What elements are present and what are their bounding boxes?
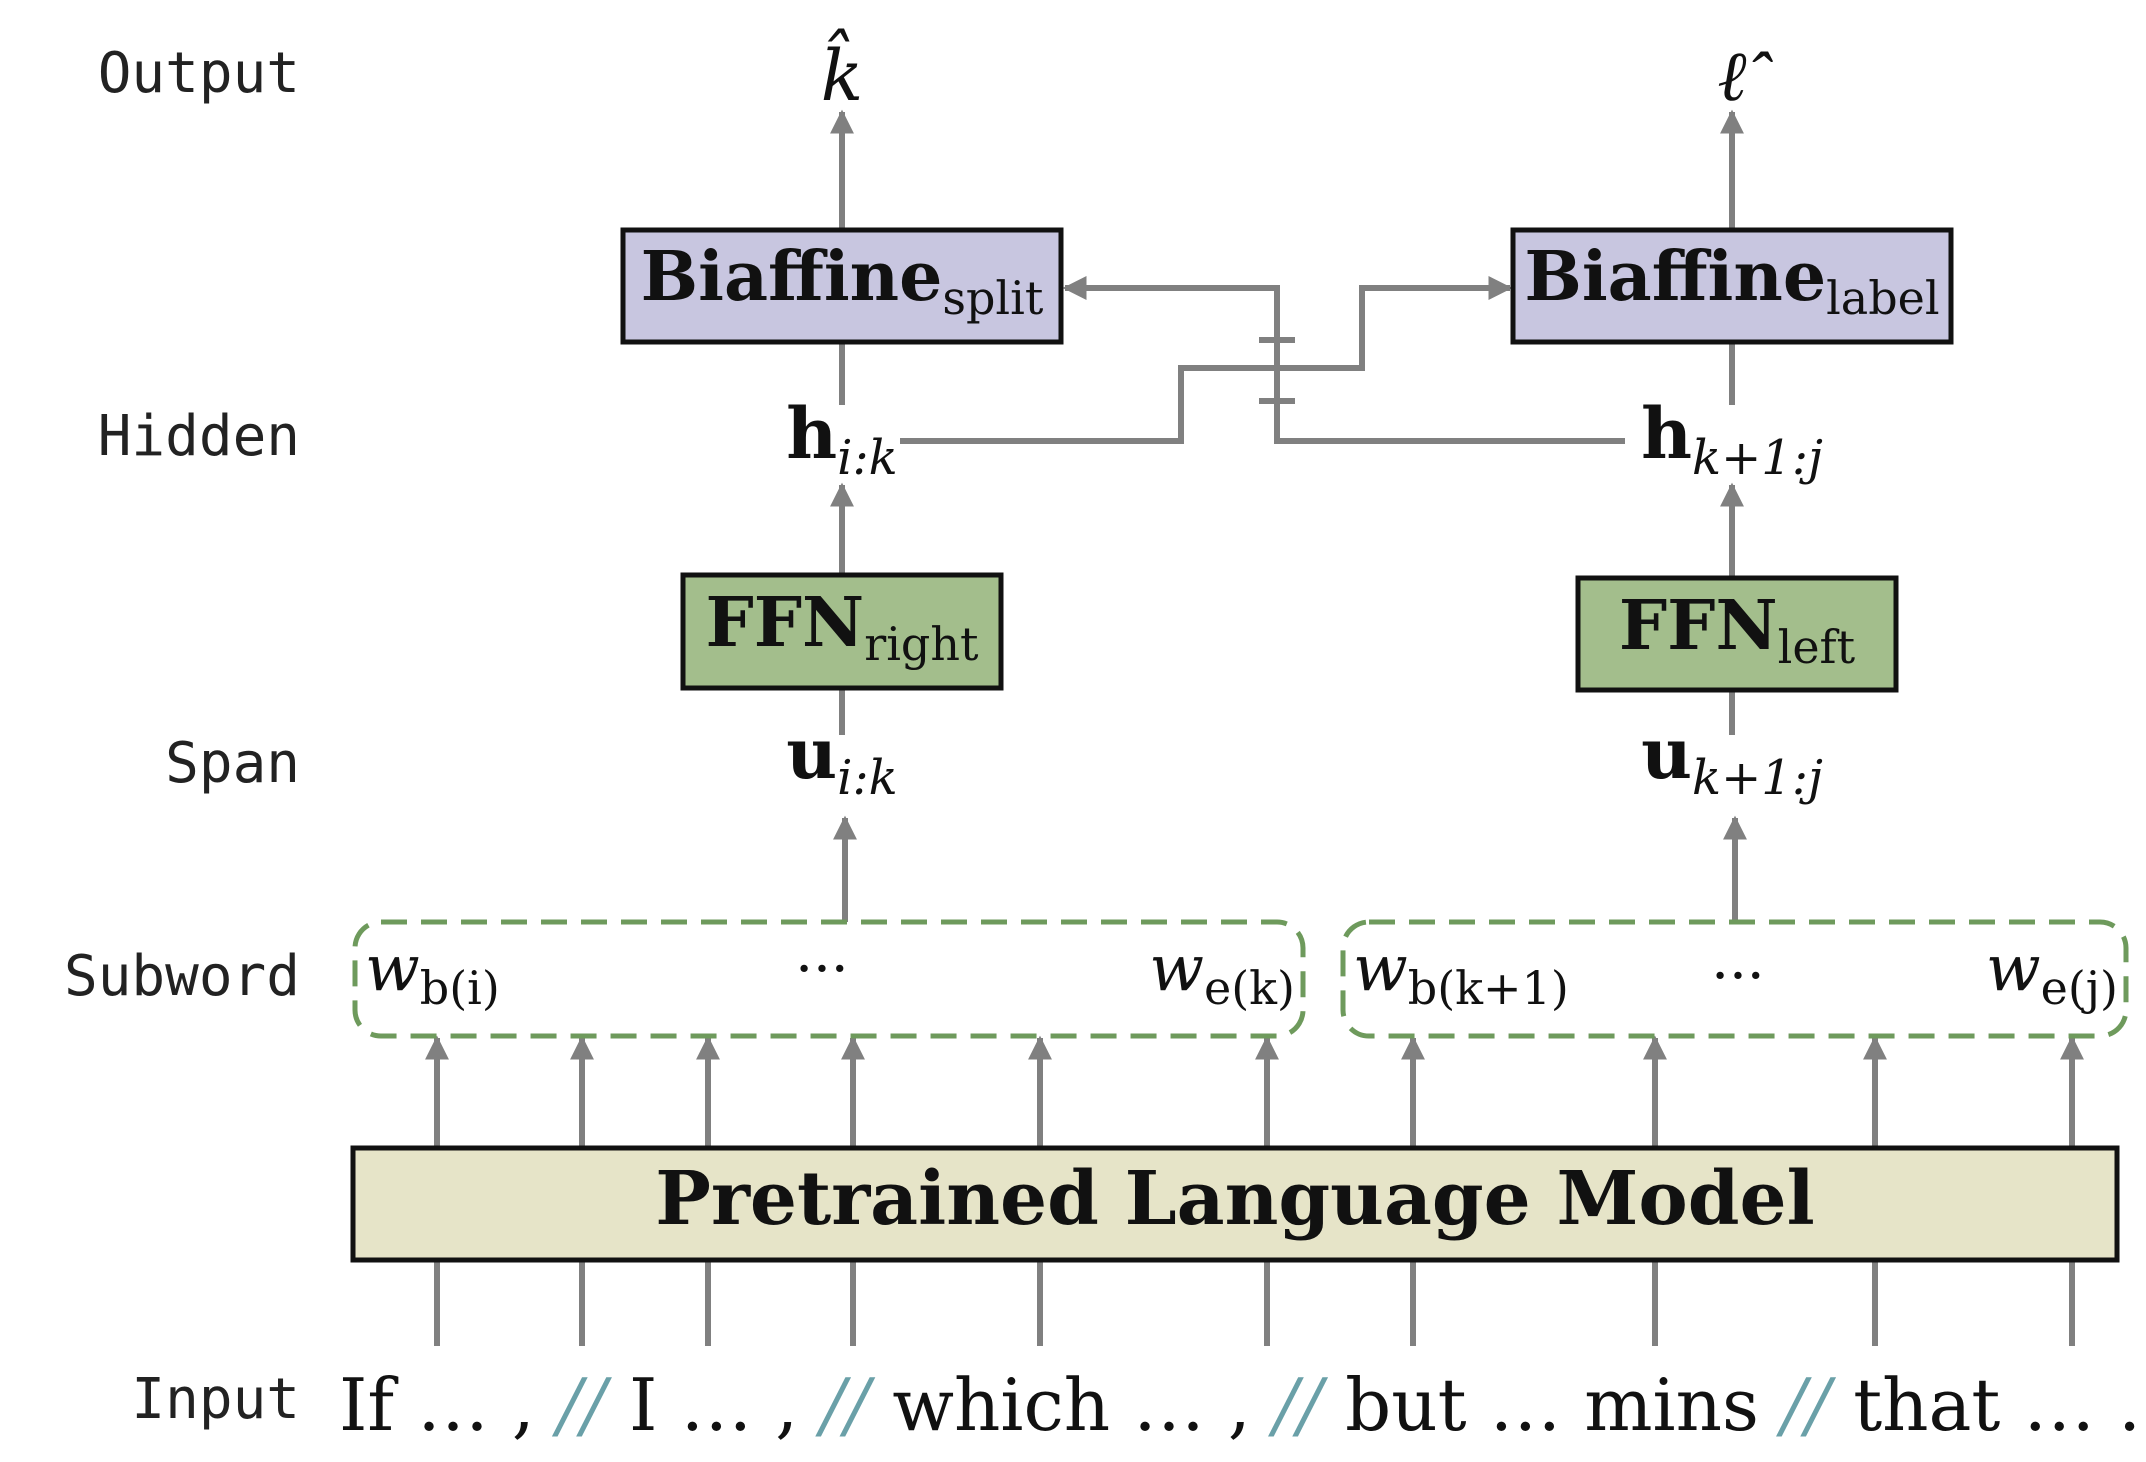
input-token: If … ,	[339, 1363, 535, 1447]
input-to-plm-lines	[434, 1260, 2075, 1346]
subword-left-last: we(k)	[1149, 932, 1295, 1015]
span-left: ui:k	[786, 712, 898, 806]
subword-group-right	[1340, 919, 2129, 1039]
plm-output-arrows	[425, 1035, 2084, 1148]
connections	[425, 109, 2084, 1346]
row-label-subword: Subword	[64, 944, 300, 1009]
subword-right-ellipsis: ···	[1711, 944, 1764, 1009]
hidden-right: hk+1:j	[1641, 392, 1823, 486]
ffn-right-label: FFNright	[706, 583, 979, 671]
input-sentence: If … , // I … , // which … , // but … mi…	[339, 1363, 2141, 1447]
biaffine-split-label: Biaffinesplit	[641, 237, 1044, 325]
span-right: uk+1:j	[1641, 712, 1823, 806]
subword-left-ellipsis: ···	[795, 937, 848, 1002]
input-separator: //	[1759, 1363, 1837, 1447]
input-token: I … ,	[606, 1363, 798, 1447]
row-label-span: Span	[165, 731, 300, 796]
plm-label: Pretrained Language Model	[655, 1156, 1814, 1242]
input-separator: //	[535, 1363, 613, 1447]
ffn-left-label: FFNleft	[1619, 586, 1856, 674]
hidden-left: hi:k	[786, 392, 898, 486]
subword-group-left	[352, 919, 1306, 1039]
ffn-right-box	[680, 572, 1004, 691]
subword-left-first: wb(i)	[365, 932, 500, 1015]
input-separator: //	[1251, 1363, 1329, 1447]
input-separator: //	[798, 1363, 876, 1447]
arrow-h-left-to-label	[900, 276, 1513, 444]
row-label-output: Output	[98, 41, 300, 106]
output-l-hat: ℓ̂	[1717, 35, 1773, 117]
row-label-input: Input	[131, 1367, 300, 1432]
row-label-hidden: Hidden	[98, 404, 300, 469]
input-token: but … mins	[1322, 1363, 1759, 1447]
biaffine-split-box	[620, 227, 1064, 345]
subword-right-last: we(j)	[1986, 932, 2118, 1015]
arrow-h-right-to-split	[1062, 276, 1625, 444]
ffn-left-box	[1575, 575, 1899, 693]
biaffine-label-box	[1510, 227, 1954, 345]
subword-right-first: wb(k+1)	[1353, 932, 1569, 1015]
input-token: that … .	[1830, 1363, 2141, 1447]
biaffine-label-label: Biaffinelabel	[1524, 237, 1939, 325]
output-k-hat: k̂	[821, 29, 863, 117]
input-token: which … ,	[870, 1363, 1251, 1447]
plm-box	[350, 1145, 2120, 1263]
